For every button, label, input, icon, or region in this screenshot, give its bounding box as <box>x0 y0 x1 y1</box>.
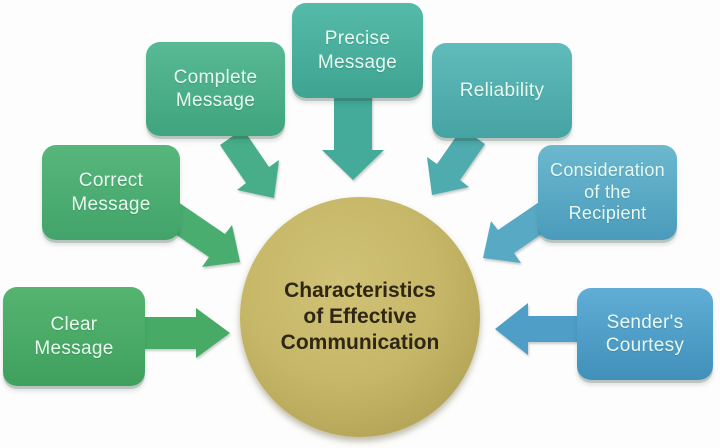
node-correct-message-label: Correct Message <box>71 170 151 215</box>
node-clear-message-label: Clear Message <box>34 314 114 359</box>
node-clear-message: Clear Message <box>3 287 145 386</box>
center-circle-label: Characteristics of Effective Communicati… <box>280 278 440 355</box>
arrow-senders-courtesy <box>495 303 580 355</box>
node-complete-message: Complete Message <box>146 42 285 136</box>
center-circle: Characteristics of Effective Communicati… <box>240 197 480 437</box>
arrow-clear-message <box>143 308 230 358</box>
node-senders-courtesy-label: Sender's Courtesy <box>605 311 685 356</box>
arrow-correct-message <box>162 202 240 267</box>
node-consideration-of-recipient: Consideration of the Recipient <box>538 145 677 240</box>
node-reliability: Reliability <box>432 43 572 138</box>
node-consideration-of-recipient-label: Consideration of the Recipient <box>550 159 665 224</box>
node-correct-message: Correct Message <box>42 145 180 240</box>
arrow-precise-message <box>322 96 384 180</box>
arrow-reliability <box>427 128 485 195</box>
node-precise-message-label: Precise Message <box>317 28 398 73</box>
node-complete-message-label: Complete Message <box>173 66 258 111</box>
node-precise-message: Precise Message <box>292 3 423 98</box>
node-reliability-label: Reliability <box>459 79 545 101</box>
arrow-complete-message <box>220 129 279 198</box>
node-senders-courtesy: Sender's Courtesy <box>577 288 713 380</box>
